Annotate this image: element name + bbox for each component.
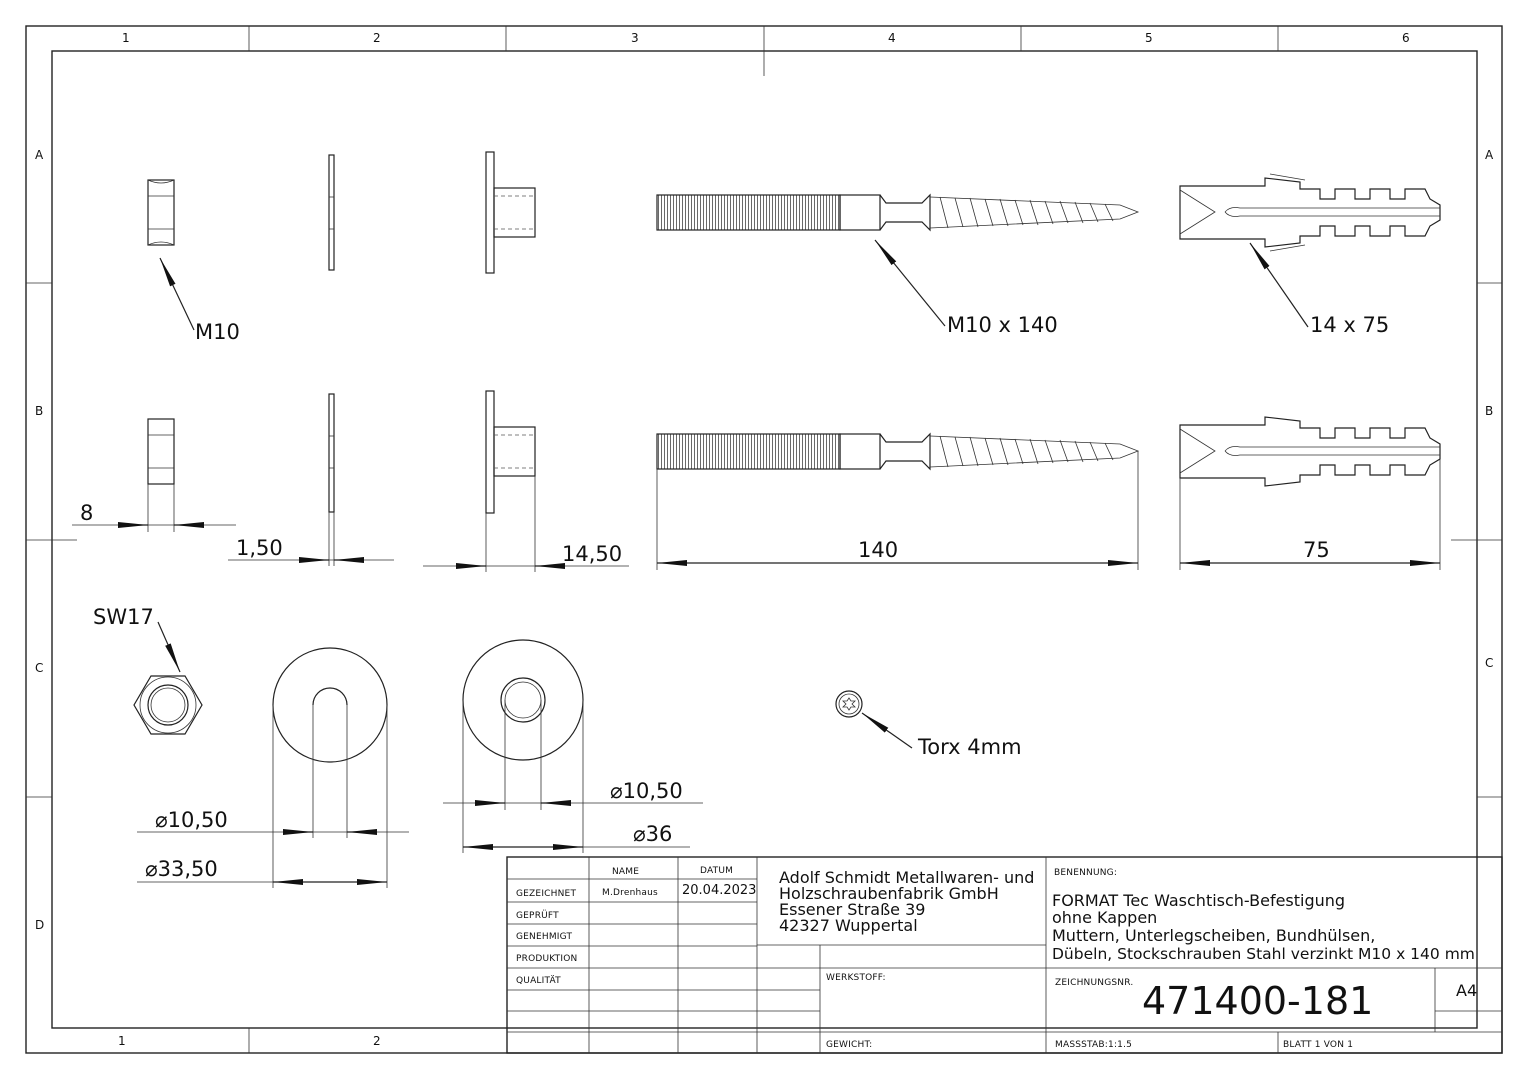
washer-side-view-b: [328, 393, 335, 566]
dowel-bottom: [1179, 416, 1441, 570]
label-screw: M10 x 140: [947, 313, 1058, 337]
dim-sleeve-length: 14,50: [562, 542, 622, 566]
dim-sleeve-outer: ⌀36: [633, 822, 672, 846]
title-block: [506, 856, 1503, 1054]
tb-zeichnungsnr: 471400-181: [1142, 979, 1373, 1023]
tb-row-label: GENEHMIGT: [516, 932, 573, 942]
leader-screw: [874, 239, 946, 327]
zone-top-1: 1: [122, 31, 130, 45]
tb-company-line: 42327 Wuppertal: [779, 916, 918, 935]
tb-benennung-line: ohne Kappen: [1052, 908, 1157, 927]
label-m10: M10: [195, 320, 240, 344]
tb-row-label: GEZEICHNET: [516, 889, 576, 899]
sleeve-top-view: [462, 639, 584, 853]
hanger-bolt-bottom: [656, 432, 1140, 570]
label-dowel: 14 x 75: [1310, 313, 1389, 337]
washer-side-view: [328, 154, 335, 271]
tb-massstab: MASSSTAB:1:1.5: [1055, 1040, 1132, 1050]
nut-side-view: [147, 179, 175, 246]
tb-col-date: DATUM: [700, 866, 733, 876]
tb-werkstoff-label: WERKSTOFF:: [826, 973, 886, 983]
tb-gewicht-label: GEWICHT:: [826, 1040, 872, 1050]
torx-head-view: [835, 690, 863, 718]
dim-sleeve-inner: ⌀10,50: [610, 779, 683, 803]
zone-right-b: B: [1485, 404, 1493, 418]
tb-zeichnungsnr-label: ZEICHNUNGSNR.: [1055, 978, 1133, 988]
nut-side-view-b: [147, 418, 175, 532]
zone-right-c: C: [1485, 656, 1493, 670]
tb-row-name: M.Drenhaus: [602, 888, 658, 898]
zone-left-b: B: [35, 404, 43, 418]
zone-top-2: 2: [373, 31, 381, 45]
tb-blatt: BLATT 1 VON 1: [1283, 1040, 1353, 1050]
nut-top-view: [133, 675, 203, 735]
zone-right-a: A: [1485, 148, 1494, 162]
zone-left-a: A: [35, 148, 44, 162]
tb-benennung-line: Muttern, Unterlegscheiben, Bundhülsen,: [1052, 926, 1375, 945]
tb-benennung-label: BENENNUNG:: [1054, 868, 1117, 878]
zone-bottom-2: 2: [373, 1034, 381, 1048]
leader-dowel: [1249, 242, 1309, 328]
tb-row-date: 20.04.2023: [682, 883, 756, 898]
zone-left-d: D: [35, 918, 44, 932]
tb-col-name: NAME: [612, 867, 639, 877]
label-sw17: SW17: [93, 605, 154, 629]
leader-torx: [861, 712, 913, 749]
dim-washer-outer: ⌀33,50: [145, 857, 218, 881]
tb-company-line: Essener Straße 39: [779, 900, 925, 919]
sleeve-side-view: [485, 151, 536, 274]
leader-m10: [159, 257, 195, 331]
zone-top-4: 4: [888, 31, 896, 45]
zone-labels: 1 2 3 4 5 6 1 2 A B C D A B C: [35, 31, 1494, 1048]
label-torx: Torx 4mm: [917, 735, 1022, 759]
leader-sw17: [157, 621, 181, 673]
tb-company-line: Holzschraubenfabrik GmbH: [779, 884, 999, 903]
sleeve-side-view-b: [485, 390, 536, 572]
tb-row-label: QUALITÄT: [516, 975, 561, 986]
tb-company-line: Adolf Schmidt Metallwaren- und: [779, 868, 1034, 887]
dim-washer-thickness: 1,50: [236, 536, 283, 560]
tb-benennung-line: Dübeln, Stockschrauben Stahl verzinkt M1…: [1052, 945, 1475, 963]
dim-screw-length: 140: [858, 538, 898, 562]
zone-left-c: C: [35, 661, 43, 675]
zone-bottom-1: 1: [118, 1034, 126, 1048]
tb-format: A4: [1456, 981, 1477, 1000]
hanger-bolt-top: [656, 193, 1140, 232]
zone-top-3: 3: [631, 31, 639, 45]
dim-nut-height: 8: [80, 501, 93, 525]
tb-row-label: GEPRÜFT: [516, 910, 559, 921]
washer-top-view: [272, 647, 388, 888]
dim-washer-inner: ⌀10,50: [155, 808, 228, 832]
zone-top-5: 5: [1145, 31, 1153, 45]
dowel-top: [1179, 173, 1441, 252]
tb-row-label: PRODUKTION: [516, 954, 577, 964]
dim-dowel-length: 75: [1303, 538, 1330, 562]
tb-benennung-line: FORMAT Tec Waschtisch-Befestigung: [1052, 891, 1345, 910]
zone-top-6: 6: [1402, 31, 1410, 45]
